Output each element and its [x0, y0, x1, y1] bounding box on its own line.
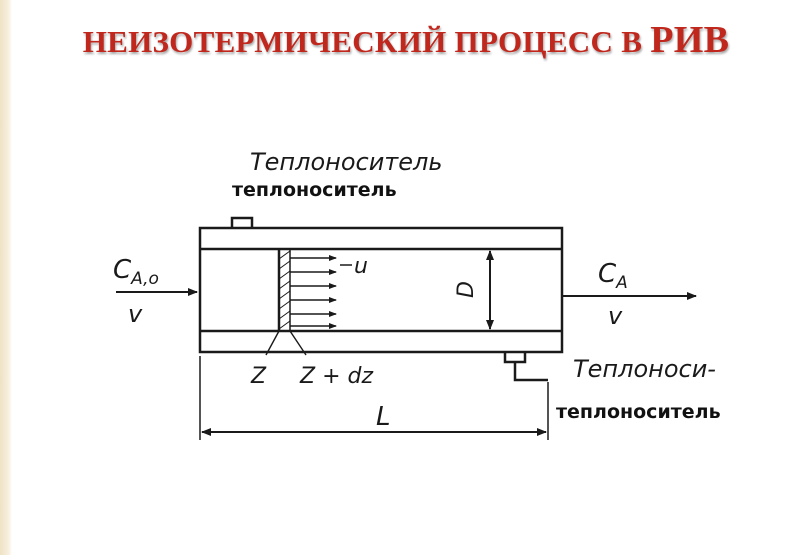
section-hatching: [278, 250, 291, 330]
coolant-inlet-label: теплоноситель: [232, 179, 397, 201]
inlet-concentration-symbol: C: [113, 255, 132, 285]
inlet-concentration-label: CA,o: [113, 255, 159, 289]
slide-title: НЕИЗОТЕРМИЧЕСКИЙ ПРОЦЕСС В РИВ: [0, 18, 812, 62]
velocity-symbol: u: [354, 254, 368, 279]
length-symbol: L: [376, 402, 391, 432]
coolant-outlet-handwritten: Теплоноси-: [573, 355, 716, 383]
outlet-flow-symbol: v: [608, 302, 623, 330]
inlet-flow-symbol: v: [128, 300, 143, 328]
section-start-leader: [265, 330, 280, 356]
slide-title-tail: РИВ: [650, 19, 730, 61]
outlet-concentration-subscript: A: [615, 273, 628, 293]
coolant-outlet-label: теплоноситель: [556, 401, 721, 423]
coolant-outlet-nozzle: [503, 352, 527, 364]
outlet-concentration-symbol: C: [598, 259, 617, 289]
section-end-leader: [289, 330, 307, 356]
reactor-outer-jacket: [198, 226, 564, 354]
slide-title-main: НЕИЗОТЕРМИЧЕСКИЙ ПРОЦЕСС В: [82, 24, 651, 59]
elementary-section: [277, 249, 337, 331]
diameter-symbol: D: [454, 281, 479, 298]
coolant-inlet-handwritten: Теплоноситель: [250, 148, 443, 176]
velocity-profile-arrows: [290, 255, 337, 329]
outlet-concentration-label: CA: [598, 259, 628, 293]
inlet-concentration-subscript: A,o: [130, 269, 159, 289]
section-start-symbol: Z: [250, 364, 267, 389]
coolant-outlet-pipe: [513, 362, 548, 382]
coolant-inlet-nozzle: [230, 216, 254, 228]
slide-edge-decoration: [0, 0, 12, 555]
section-end-symbol: Z + dz: [299, 364, 373, 389]
